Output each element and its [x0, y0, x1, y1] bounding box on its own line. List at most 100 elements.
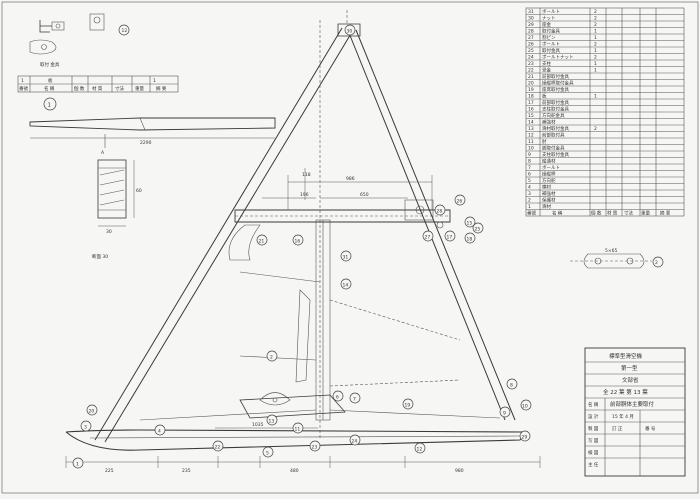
parts-row-name: 滑材 — [542, 203, 551, 210]
parts-row-qty: 2 — [594, 16, 597, 22]
parts-row-name: 方向舵金具 — [542, 112, 565, 119]
main-frame — [65, 10, 526, 451]
dim-30: 30 — [106, 229, 112, 235]
svg-text:10: 10 — [522, 404, 528, 410]
col-revision: 訂 正 — [612, 425, 623, 432]
svg-text:9: 9 — [503, 411, 506, 417]
svg-text:5: 5 — [266, 451, 269, 457]
skid-part-view: 1 2290 A — [29, 97, 276, 156]
balloon-12-top — [118, 24, 130, 36]
row-drafting: 製 図 — [588, 425, 599, 432]
parts-row-name: 方向舵 — [542, 177, 556, 184]
parts-row-no: 15 — [528, 113, 534, 119]
parts-row-name: ボールト — [542, 8, 560, 15]
svg-text:19: 19 — [405, 403, 411, 409]
parts-row-no: 30 — [528, 16, 534, 22]
parts-row-no: 23 — [528, 61, 534, 67]
parts-row-no: 3 — [528, 191, 531, 197]
col-number: 番 号 — [645, 425, 656, 432]
dim-986: 986 — [346, 176, 355, 182]
svg-text:2: 2 — [270, 355, 273, 361]
parts-row-no: 6 — [528, 172, 531, 178]
small-table-name: 板 — [48, 77, 53, 84]
parts-row-name: ボールト — [542, 41, 560, 48]
parts-header-cell: 重量 — [641, 210, 650, 217]
parts-row-qty: 2 — [594, 42, 597, 48]
drawing-name: 前部胴体主要取付 — [610, 400, 655, 408]
detail-label: 5×65 — [605, 248, 617, 254]
dim-1035: 1035 — [252, 422, 264, 428]
parts-row-no: 18 — [528, 94, 534, 100]
small-table-qty: 1 — [153, 78, 156, 84]
parts-row-name: 割ピン — [542, 34, 556, 41]
svg-text:31: 31 — [343, 255, 349, 261]
parts-row-no: 8 — [528, 159, 531, 165]
parts-row-no: 26 — [528, 42, 534, 48]
dim-225: 225 — [105, 468, 114, 474]
dim-2290: 2290 — [140, 140, 152, 146]
svg-text:24: 24 — [352, 439, 358, 445]
parts-row-name: 座金 — [542, 21, 551, 28]
parts-row-name: 前部取付金具 — [542, 73, 569, 80]
dim-650: 650 — [360, 192, 369, 198]
parts-row-qty: 1 — [594, 68, 597, 74]
parts-row-no: 7 — [528, 165, 531, 171]
svg-text:番號: 番號 — [19, 85, 28, 92]
parts-header-cell: 個 数 — [591, 210, 602, 217]
section-view: 60 30 断面 30 — [92, 159, 142, 260]
parts-row-name: 肘 — [542, 138, 547, 145]
svg-text:11: 11 — [295, 427, 301, 433]
parts-header-cell: 寸法 — [624, 210, 633, 217]
parts-row-name: 取付金具 — [542, 47, 560, 54]
parts-row-name: 保護材 — [542, 197, 556, 204]
parts-row-no: 14 — [528, 120, 534, 126]
svg-text:22: 22 — [215, 445, 221, 451]
svg-text:7: 7 — [353, 397, 356, 403]
dim-235: 235 — [182, 468, 191, 474]
parts-row-name: ボールト — [542, 164, 560, 171]
name-label: 名 稱 — [588, 401, 599, 408]
parts-row-no: 5 — [528, 178, 531, 184]
date-label: 15 年 4 月 — [612, 413, 634, 420]
parts-row-name: ナット — [542, 16, 556, 22]
parts-row-no: 16 — [528, 107, 534, 113]
parts-row-no: 10 — [528, 146, 534, 152]
svg-text:1: 1 — [48, 103, 52, 109]
parts-row-name: 座席取付金具 — [542, 86, 569, 93]
dim-118: 118 — [302, 172, 311, 178]
parts-row-no: 21 — [528, 74, 534, 80]
svg-text:16: 16 — [295, 239, 301, 245]
title-line-1: 標準型滑空機 — [609, 352, 643, 360]
small-table-no: 1 — [21, 78, 24, 84]
parts-row-name: ボールトナット — [542, 54, 574, 61]
svg-text:12: 12 — [417, 447, 423, 453]
svg-text:15: 15 — [467, 221, 473, 227]
row-check: 検 図 — [588, 449, 599, 456]
parts-row-no: 27 — [528, 35, 534, 41]
parts-header-cell: 摘 要 — [660, 210, 671, 217]
dim-480: 480 — [290, 468, 299, 474]
svg-text:材 質: 材 質 — [92, 85, 103, 92]
svg-text:12: 12 — [122, 28, 128, 34]
svg-text:25: 25 — [475, 227, 481, 233]
dim-980: 980 — [455, 468, 464, 474]
svg-text:2: 2 — [655, 260, 658, 266]
parts-row-qty: 1 — [594, 94, 597, 100]
main-dimensions: 986 118 650 196 225 235 480 980 1035 — [65, 168, 541, 474]
parts-row-qty: 1 — [594, 61, 597, 67]
right-detail-view: 5×65 2 — [570, 248, 664, 269]
svg-text:28: 28 — [437, 209, 443, 215]
parts-row-no: 13 — [528, 126, 534, 132]
svg-text:13: 13 — [269, 419, 275, 425]
parts-row-name: 受金 — [542, 67, 551, 74]
parts-header-cell: 材 質 — [607, 210, 618, 217]
section-note: 断面 30 — [92, 253, 108, 260]
parts-row-name: 横材 — [542, 184, 551, 191]
parts-row-name: 支柱 — [542, 60, 551, 67]
svg-text:14: 14 — [343, 283, 349, 289]
parts-row-no: 9 — [528, 152, 531, 158]
parts-row-qty: 2 — [594, 22, 597, 28]
svg-text:重量: 重量 — [135, 85, 144, 92]
